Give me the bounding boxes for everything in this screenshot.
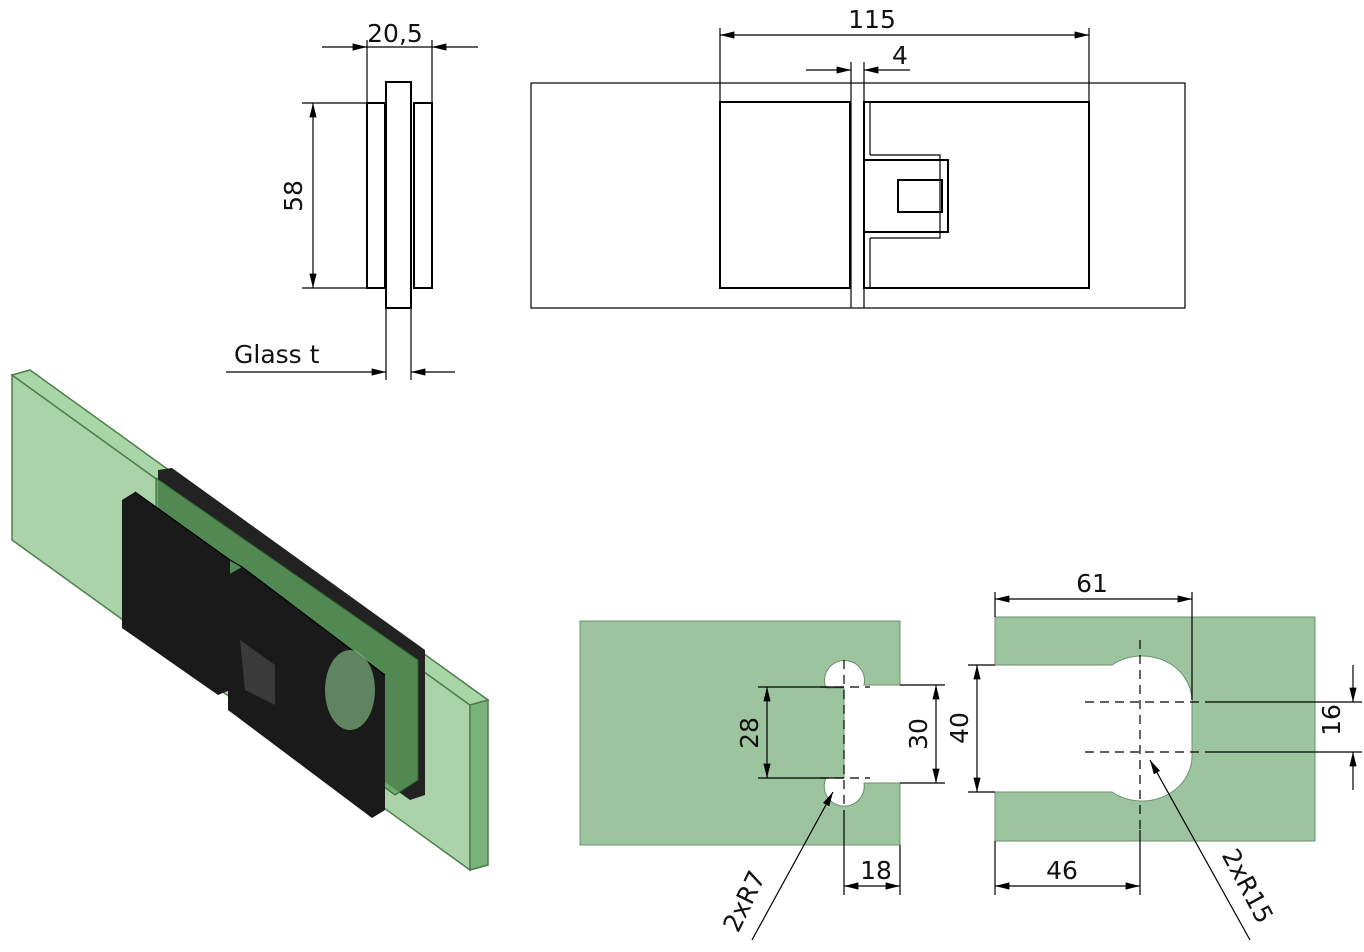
front-leaf-right [863,101,1090,289]
side-plate-right [413,102,433,289]
dim-right-center-offset: 46 [1046,856,1078,885]
dim-right-cutout-height: 40 [945,712,974,744]
isometric-view [10,369,490,872]
side-plate-left [366,102,386,289]
dim-glass-thickness: Glass t [234,340,320,369]
dim-left-cutout-height: 30 [904,718,933,750]
side-view: 20,5 58 Glass t [226,19,478,380]
front-leaf-left [719,101,851,289]
right-glass-cutout: 61 40 16 46 2xR15 [945,569,1362,941]
dim-right-center-spacing: 16 [1317,704,1346,736]
side-plate-center [385,81,412,309]
right-glass-panel [994,616,1316,842]
dim-overall-length: 115 [848,5,896,34]
dim-left-radius: 2xR7 [717,866,771,936]
dim-side-width: 20,5 [367,19,423,48]
front-knuckle [897,179,943,213]
dim-side-height: 58 [279,180,308,212]
front-glass-outline [530,82,1186,309]
dim-right-cutout-length: 61 [1076,569,1108,598]
left-glass-cutout: 28 30 18 2xR7 [579,620,945,941]
dim-right-radius: 2xR15 [1216,844,1279,928]
dim-left-notch-spacing: 28 [735,717,764,749]
dim-gap: 4 [892,41,908,70]
dim-left-cutout-depth: 18 [860,856,892,885]
front-view: 115 4 [530,5,1186,309]
left-glass-panel [579,620,901,846]
